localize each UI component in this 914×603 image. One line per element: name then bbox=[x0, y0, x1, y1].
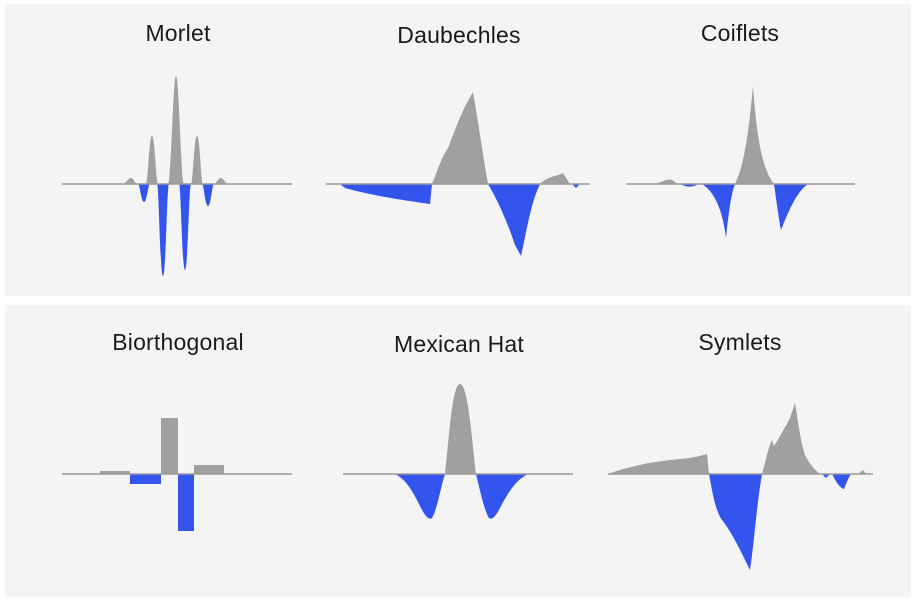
biorthogonal-bar-2 bbox=[130, 474, 161, 484]
symlets-wavelet bbox=[608, 403, 873, 570]
biorthogonal-bar-4 bbox=[178, 474, 194, 531]
title-morlet: Morlet bbox=[145, 20, 211, 46]
symlets-negative-lobes bbox=[709, 474, 851, 570]
morlet-positive-lobes bbox=[122, 76, 228, 184]
title-mexican-hat: Mexican Hat bbox=[393, 331, 525, 357]
mexican-hat-negative-lobes bbox=[395, 474, 528, 519]
biorthogonal-bar-3 bbox=[161, 418, 178, 474]
coiflets-negative-lobes bbox=[680, 184, 808, 238]
title-daubechies: Daubechles bbox=[397, 22, 521, 48]
biorthogonal-bar-5 bbox=[194, 465, 224, 474]
daubechies-negative-lobes bbox=[340, 184, 580, 256]
coiflets-positive-lobes bbox=[655, 86, 774, 184]
mexican-hat-positive-lobe bbox=[445, 384, 476, 474]
title-symlets: Symlets bbox=[698, 329, 782, 355]
mexican-hat-wavelet bbox=[343, 384, 573, 519]
symlets-positive-lobes bbox=[608, 403, 866, 474]
coiflets-wavelet bbox=[626, 86, 855, 238]
title-coiflets: Coiflets bbox=[700, 20, 780, 46]
biorthogonal-wavelet bbox=[62, 418, 292, 531]
title-biorthogonal: Biorthogonal bbox=[112, 329, 244, 355]
morlet-wavelet bbox=[62, 76, 292, 276]
biorthogonal-bar-1 bbox=[100, 471, 130, 474]
daubechies-positive-lobes bbox=[432, 92, 570, 184]
daubechies-wavelet bbox=[326, 92, 590, 256]
morlet-negative-lobes bbox=[138, 184, 214, 276]
